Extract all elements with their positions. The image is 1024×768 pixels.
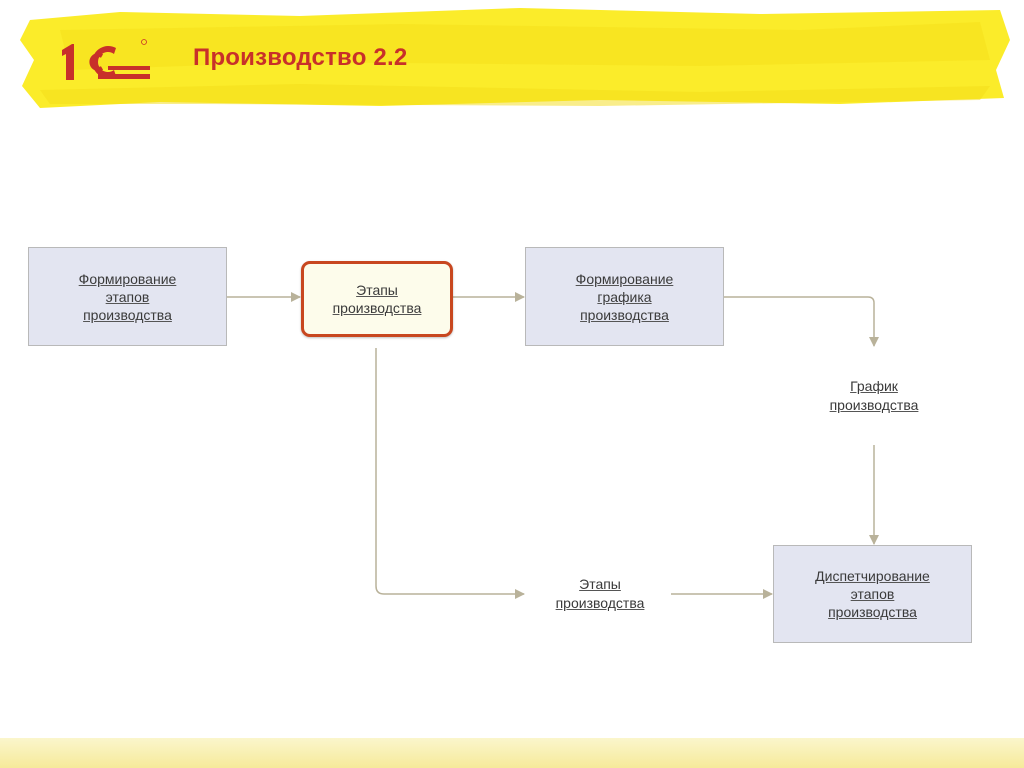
node-schedule-forming[interactable]: Формирование графика производства: [525, 247, 724, 346]
node-stage-forming-link[interactable]: Формирование этапов производства: [78, 270, 177, 323]
page-title: Производство 2.2: [193, 44, 408, 71]
brand-logo: [62, 39, 150, 80]
node-stages-active[interactable]: Этапы производства: [301, 261, 453, 337]
node-schedule-forming-link[interactable]: Формирование графика производства: [575, 270, 674, 323]
node-stages-link[interactable]: Этапы производства: [332, 282, 422, 316]
node-dispatching-link[interactable]: Диспетчирование этапов производства: [815, 568, 930, 620]
node-stages-doc[interactable]: Этапы производства: [520, 575, 680, 613]
header-highlight-band: [20, 8, 1010, 108]
connector-schedule-forming-to-schedule: [724, 296, 879, 347]
node-schedule[interactable]: График производства: [794, 377, 954, 415]
footer-band: [0, 738, 1024, 768]
node-stages-doc-link[interactable]: Этапы производства: [555, 576, 645, 611]
connector-stages-down: [375, 348, 525, 599]
node-schedule-link[interactable]: График производства: [829, 378, 919, 413]
node-dispatching[interactable]: Диспетчирование этапов производства: [773, 545, 972, 643]
node-stage-forming[interactable]: Формирование этапов производства: [28, 247, 227, 346]
